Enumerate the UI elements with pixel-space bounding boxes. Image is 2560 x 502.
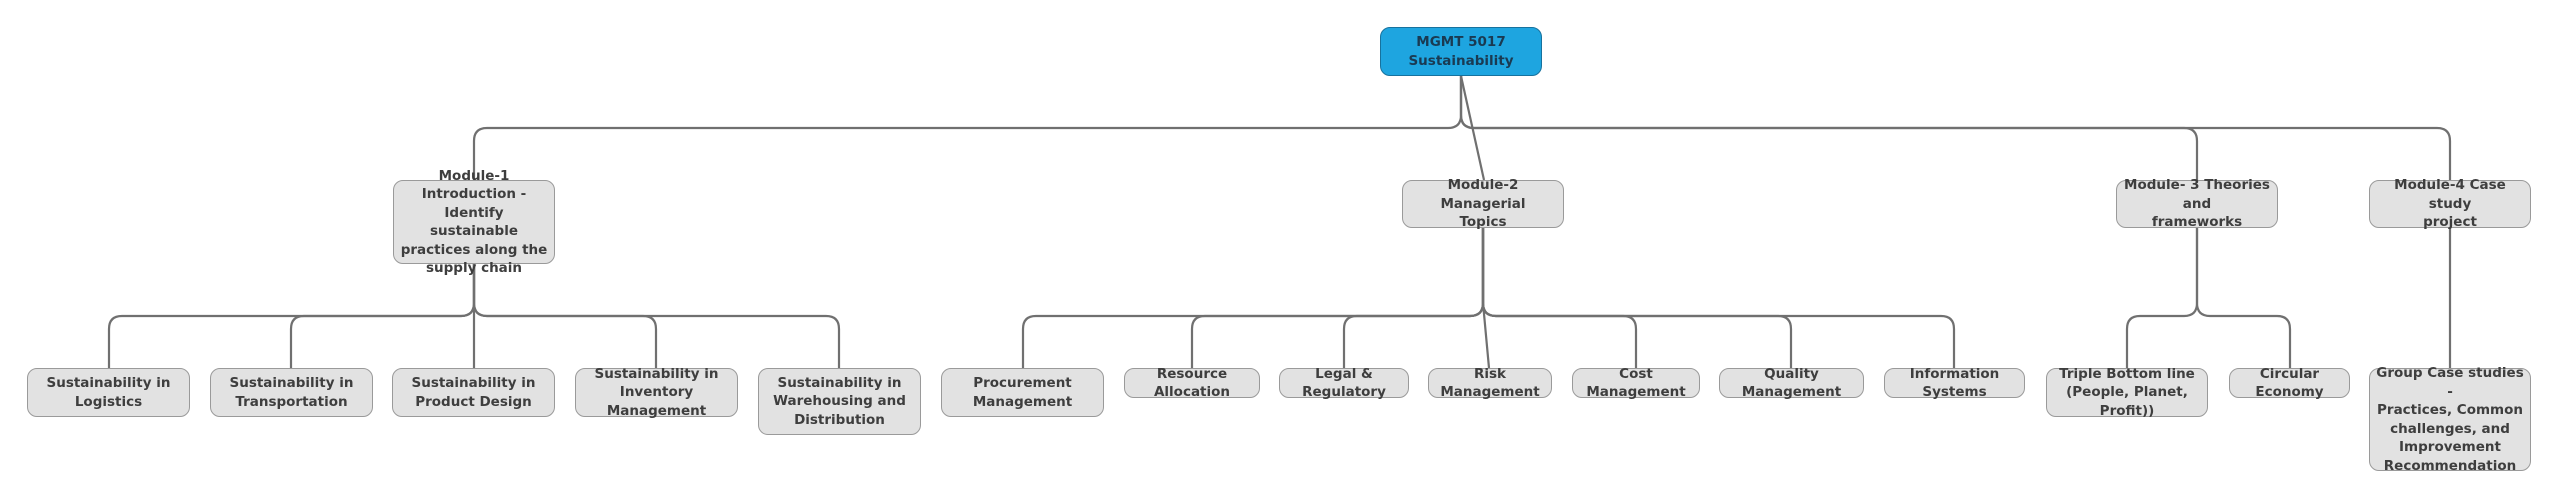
topic-node[interactable]: Sustainability in Transportation bbox=[210, 368, 373, 417]
module-1-node[interactable]: Module-1 Introduction - Identify sustain… bbox=[393, 168, 555, 276]
topic-label: Risk Management bbox=[1440, 365, 1540, 401]
topic-node[interactable]: Quality Management bbox=[1719, 366, 1864, 400]
connector-m1-t2 bbox=[289, 264, 476, 368]
topic-node[interactable]: Sustainability in Warehousing and Distri… bbox=[758, 368, 921, 435]
topic-node[interactable]: Group Case studies - Practices, Common c… bbox=[2369, 365, 2531, 474]
topic-node[interactable]: Procurement Management bbox=[941, 368, 1104, 417]
topic-node[interactable]: Cost Management bbox=[1572, 366, 1700, 400]
connector-m1-t5 bbox=[472, 264, 841, 368]
topic-label: Quality Management bbox=[1741, 365, 1842, 401]
topic-label: Circular Economy bbox=[2255, 365, 2324, 401]
connector-m2-t5 bbox=[1481, 228, 1638, 368]
connector-m2-t7 bbox=[1481, 228, 1956, 368]
connector-m2-t3 bbox=[1342, 228, 1485, 368]
topic-label: Triple Bottom line (People, Planet, Prof… bbox=[2059, 365, 2195, 419]
topic-node[interactable]: Legal & Regulatory bbox=[1279, 366, 1409, 400]
topic-node[interactable]: Sustainability in Logistics bbox=[27, 368, 190, 417]
topic-label: Procurement Management bbox=[972, 375, 1073, 410]
topic-node[interactable]: Sustainability in Inventory Management bbox=[575, 366, 738, 419]
topic-label: Cost Management bbox=[1586, 365, 1686, 401]
topic-label: Sustainability in Transportation bbox=[229, 375, 354, 410]
module-4-node[interactable]: Module-4 Case study project bbox=[2369, 177, 2531, 230]
topic-label: Sustainability in Inventory Management bbox=[594, 365, 719, 419]
topic-node[interactable]: Triple Bottom line (People, Planet, Prof… bbox=[2046, 366, 2208, 419]
connector-m2-t1 bbox=[1021, 228, 1485, 368]
topic-node[interactable]: Sustainability in Product Design bbox=[392, 368, 555, 417]
connector-m3-t1 bbox=[2125, 228, 2199, 368]
topic-node[interactable]: Circular Economy bbox=[2229, 366, 2350, 400]
connector-root-module-1 bbox=[472, 76, 1463, 180]
root-label: MGMT 5017 Sustainability bbox=[1408, 34, 1514, 69]
module-2-node[interactable]: Module-2 Managerial Topics bbox=[1402, 177, 1564, 230]
topic-label: Resource Allocation bbox=[1153, 365, 1231, 401]
topic-label: Information Systems bbox=[1909, 365, 2000, 401]
topic-node[interactable]: Risk Management bbox=[1428, 366, 1552, 400]
module-3-node[interactable]: Module- 3 Theories and frameworks bbox=[2116, 177, 2278, 230]
module-label: Module-2 Managerial Topics bbox=[1440, 177, 1526, 231]
topic-label: Sustainability in Warehousing and Distri… bbox=[773, 374, 906, 428]
module-label: Module-4 Case study project bbox=[2394, 177, 2506, 231]
connector-m2-t2 bbox=[1190, 228, 1485, 368]
connector-root-module-4 bbox=[1459, 76, 2452, 180]
topic-label: Sustainability in Logistics bbox=[46, 375, 171, 410]
topic-node[interactable]: Resource Allocation bbox=[1124, 366, 1260, 400]
topic-label: Legal & Regulatory bbox=[1302, 365, 1386, 401]
module-label: Module- 3 Theories and frameworks bbox=[2124, 177, 2270, 231]
module-label: Module-1 Introduction - Identify sustain… bbox=[400, 167, 548, 277]
connector-m3-t2 bbox=[2195, 228, 2292, 368]
root-node[interactable]: MGMT 5017 Sustainability bbox=[1380, 27, 1542, 76]
topic-label: Sustainability in Product Design bbox=[411, 375, 536, 410]
topic-label: Group Case studies - Practices, Common c… bbox=[2376, 365, 2524, 474]
topic-node[interactable]: Information Systems bbox=[1884, 366, 2025, 400]
